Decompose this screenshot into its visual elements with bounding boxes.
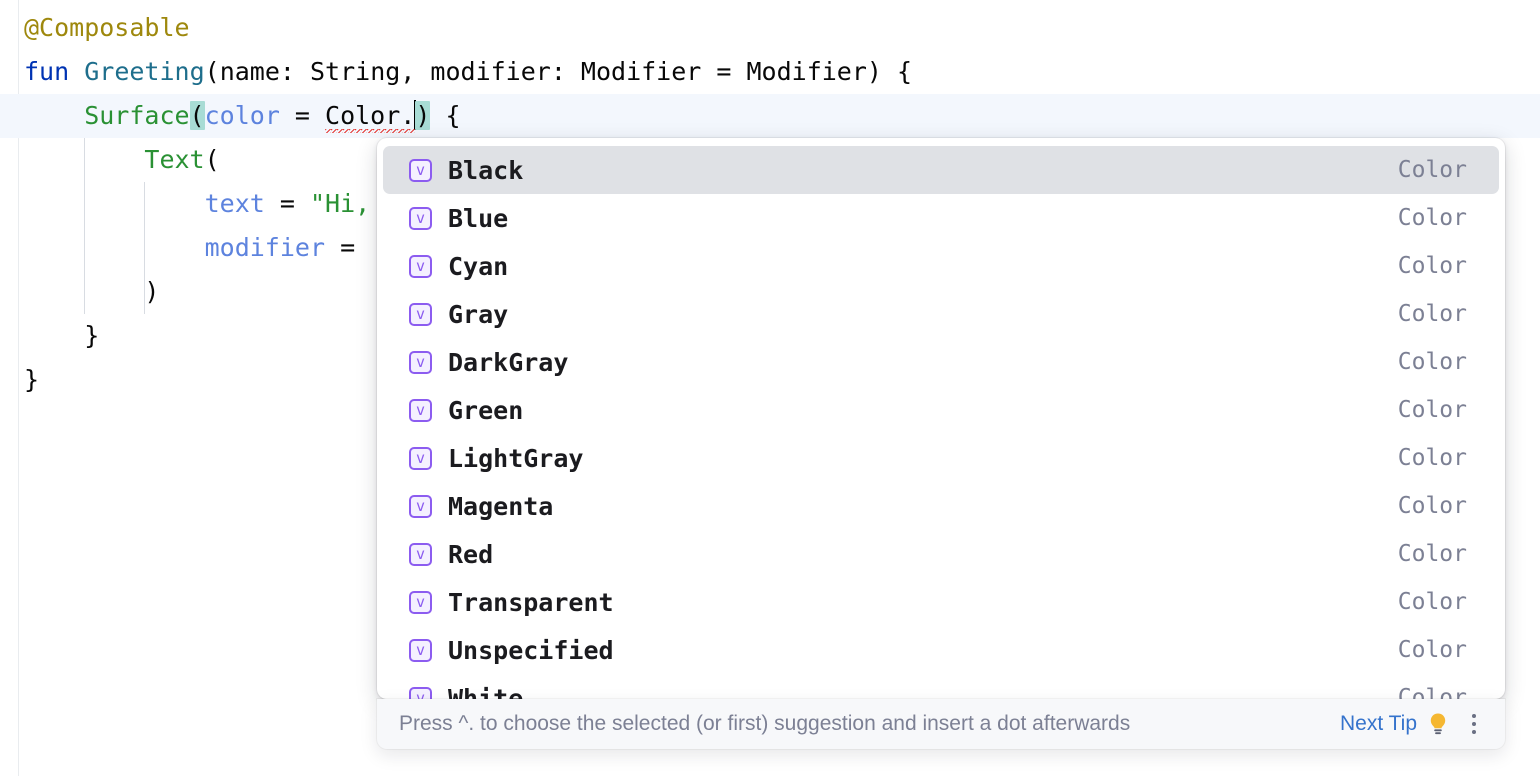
completion-item-label: Unspecified — [448, 635, 614, 665]
code-token: modifier — [204, 233, 326, 262]
kotlin-property-icon: v — [409, 350, 432, 374]
completion-item-label: Gray — [448, 299, 509, 329]
kotlin-property-icon: v — [409, 542, 432, 566]
kotlin-property-icon: v — [409, 158, 432, 182]
code-line: @Composable — [0, 6, 1540, 50]
hint-text: Press ^. to choose the selected (or firs… — [399, 712, 1131, 735]
completion-item[interactable]: v Green Color — [383, 386, 1499, 434]
completion-item[interactable]: v Blue Color — [383, 194, 1499, 242]
completion-item-label: White — [448, 683, 524, 700]
code-token: ( — [204, 145, 220, 174]
code-token: Surface — [84, 101, 190, 130]
code-line: modifier = — [0, 226, 1540, 270]
code-token: } — [84, 321, 100, 350]
code-token: @Composable — [24, 13, 190, 42]
gutter-separator — [18, 0, 19, 776]
more-dot — [1472, 722, 1476, 726]
completion-item[interactable]: v Cyan Color — [383, 242, 1499, 290]
indent-guide — [84, 138, 86, 314]
code-token: text — [204, 189, 265, 218]
completion-item[interactable]: v Unspecified Color — [383, 626, 1499, 674]
code-line: Text( — [0, 138, 1540, 182]
code-token: "Hi, — [309, 189, 371, 218]
code-line: Surface(color = Color.) { — [0, 94, 1540, 138]
completion-item-label: DarkGray — [448, 347, 569, 377]
code-token: = — [279, 101, 326, 130]
kotlin-property-icon: v — [409, 590, 432, 614]
kotlin-property-icon: v — [409, 302, 432, 326]
kotlin-property-icon: v — [409, 686, 432, 699]
code-token: fun — [24, 57, 85, 86]
code-line: fun Greeting(name: String, modifier: Mod… — [0, 50, 1540, 94]
completion-hint-bar: Press ^. to choose the selected (or firs… — [377, 699, 1505, 749]
code-token: color — [204, 101, 280, 130]
code-token: { — [430, 101, 461, 130]
completion-item-label: Transparent — [448, 587, 614, 617]
completion-item-label: Green — [448, 395, 524, 425]
completion-item[interactable]: v Red Color — [383, 530, 1499, 578]
completion-item-type: Color — [1397, 349, 1467, 375]
kotlin-property-icon: v — [409, 398, 432, 422]
completion-item-label: Black — [448, 155, 524, 185]
lightbulb-icon — [1427, 712, 1449, 736]
completion-item-type: Color — [1397, 397, 1467, 423]
code-token: Text — [144, 145, 205, 174]
completion-item-type: Color — [1397, 637, 1467, 663]
completion-item-type: Color — [1397, 445, 1467, 471]
completion-item-type: Color — [1397, 541, 1467, 567]
kotlin-property-icon: v — [409, 206, 432, 230]
kotlin-property-icon: v — [409, 494, 432, 518]
more-dot — [1472, 730, 1476, 734]
completion-item-label: Red — [448, 539, 494, 569]
completion-item[interactable]: v Black Color — [383, 146, 1499, 194]
code-line: } — [0, 314, 1540, 358]
code-token: Greeting — [84, 57, 205, 86]
more-vertical-icon[interactable] — [1463, 711, 1485, 737]
code-token: (name: String, modifier: Modifier = Modi… — [204, 57, 913, 86]
code-token: } — [24, 365, 40, 394]
completion-item-type: Color — [1397, 493, 1467, 519]
code-line: } — [0, 358, 1540, 402]
completion-item[interactable]: v Transparent Color — [383, 578, 1499, 626]
more-dot — [1472, 714, 1476, 718]
completion-item-type: Color — [1397, 205, 1467, 231]
code-token: ( — [189, 101, 205, 130]
indent-guide — [144, 182, 146, 314]
code-token: Color. — [325, 101, 416, 130]
completion-item-label: Magenta — [448, 491, 554, 521]
completion-item[interactable]: v Gray Color — [383, 290, 1499, 338]
completion-item-type: Color — [1397, 253, 1467, 279]
kotlin-property-icon: v — [409, 446, 432, 470]
code-line: text = "Hi, — [0, 182, 1540, 226]
completion-item-label: Cyan — [448, 251, 509, 281]
completion-item-label: Blue — [448, 203, 509, 233]
code-token: = — [264, 189, 310, 218]
completion-item-type: Color — [1397, 157, 1467, 183]
completion-item-type: Color — [1397, 301, 1467, 327]
code-token: ) — [415, 101, 431, 130]
completion-item-label: LightGray — [448, 443, 584, 473]
completion-item[interactable]: v Magenta Color — [383, 482, 1499, 530]
next-tip-link[interactable]: Next Tip — [1339, 712, 1417, 735]
completion-item[interactable]: v White Color — [383, 674, 1499, 699]
code-line: ) — [0, 270, 1540, 314]
kotlin-property-icon: v — [409, 638, 432, 662]
completion-item[interactable]: v DarkGray Color — [383, 338, 1499, 386]
code-token: ) — [144, 277, 160, 306]
completion-item-type: Color — [1397, 685, 1467, 699]
completion-item-type: Color — [1397, 589, 1467, 615]
completion-item[interactable]: v LightGray Color — [383, 434, 1499, 482]
code-token: = — [325, 233, 371, 262]
kotlin-property-icon: v — [409, 254, 432, 278]
